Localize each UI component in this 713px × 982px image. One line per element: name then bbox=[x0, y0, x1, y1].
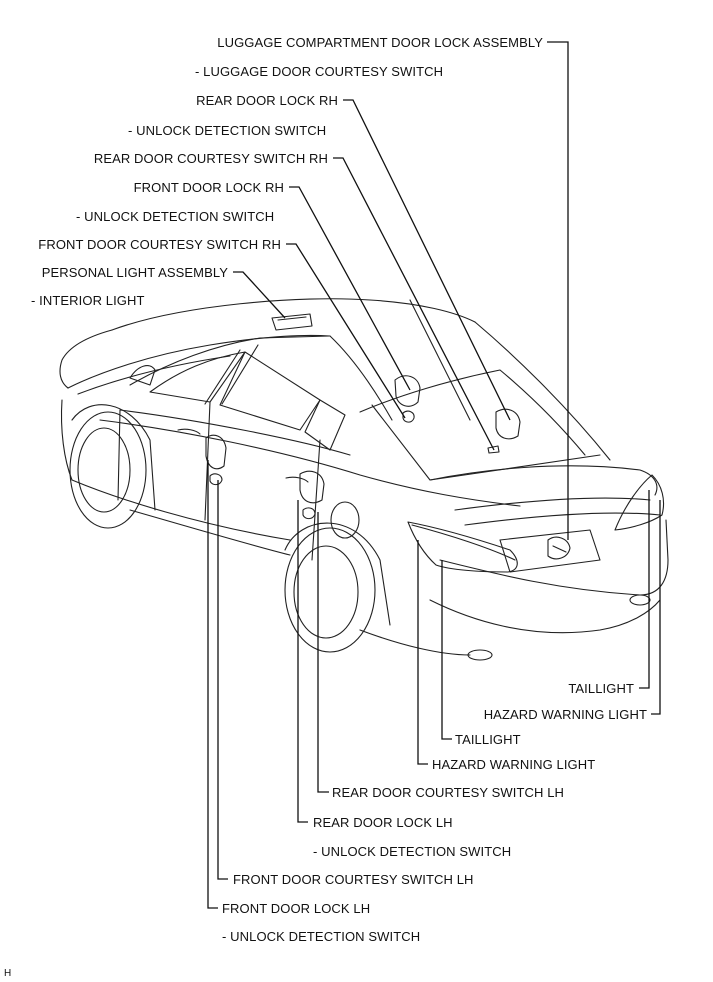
label-rear-lh-unlock-detection-switch: - UNLOCK DETECTION SWITCH bbox=[313, 844, 512, 859]
label-hazard-warning-light-lh: HAZARD WARNING LIGHT bbox=[432, 757, 596, 772]
label-front-door-lock-lh: FRONT DOOR LOCK LH bbox=[222, 901, 371, 916]
label-rear-door-courtesy-switch-rh: REAR DOOR COURTESY SWITCH RH bbox=[93, 151, 328, 166]
label-hazard-warning-light-rh: HAZARD WARNING LIGHT bbox=[483, 707, 647, 722]
label-rear-rh-unlock-detection-switch: - UNLOCK DETECTION SWITCH bbox=[128, 123, 327, 138]
label-rear-door-courtesy-switch-lh: REAR DOOR COURTESY SWITCH LH bbox=[332, 785, 565, 800]
label-front-lh-unlock-detection-switch: - UNLOCK DETECTION SWITCH bbox=[222, 929, 421, 944]
leader-lines bbox=[207, 41, 661, 909]
label-luggage-door-courtesy-switch: - LUGGAGE DOOR COURTESY SWITCH bbox=[195, 64, 444, 79]
label-rear-door-lock-lh: REAR DOOR LOCK LH bbox=[313, 815, 453, 830]
label-luggage-compartment-door-lock-assembly: LUGGAGE COMPARTMENT DOOR LOCK ASSEMBLY bbox=[217, 35, 543, 50]
label-interior-light: - INTERIOR LIGHT bbox=[31, 293, 145, 308]
label-taillight-rh: TAILLIGHT bbox=[568, 681, 634, 696]
figure-code: H bbox=[4, 968, 12, 979]
label-front-door-lock-rh: FRONT DOOR LOCK RH bbox=[133, 180, 284, 195]
label-personal-light-assembly: PERSONAL LIGHT ASSEMBLY bbox=[41, 265, 228, 280]
label-front-door-courtesy-switch-rh: FRONT DOOR COURTESY SWITCH RH bbox=[38, 237, 281, 252]
car-outline bbox=[59, 298, 669, 661]
label-taillight-lh: TAILLIGHT bbox=[455, 732, 521, 747]
label-front-door-courtesy-switch-lh: FRONT DOOR COURTESY SWITCH LH bbox=[233, 872, 474, 887]
label-rear-door-lock-rh: REAR DOOR LOCK RH bbox=[196, 93, 338, 108]
label-front-rh-unlock-detection-switch: - UNLOCK DETECTION SWITCH bbox=[76, 209, 275, 224]
